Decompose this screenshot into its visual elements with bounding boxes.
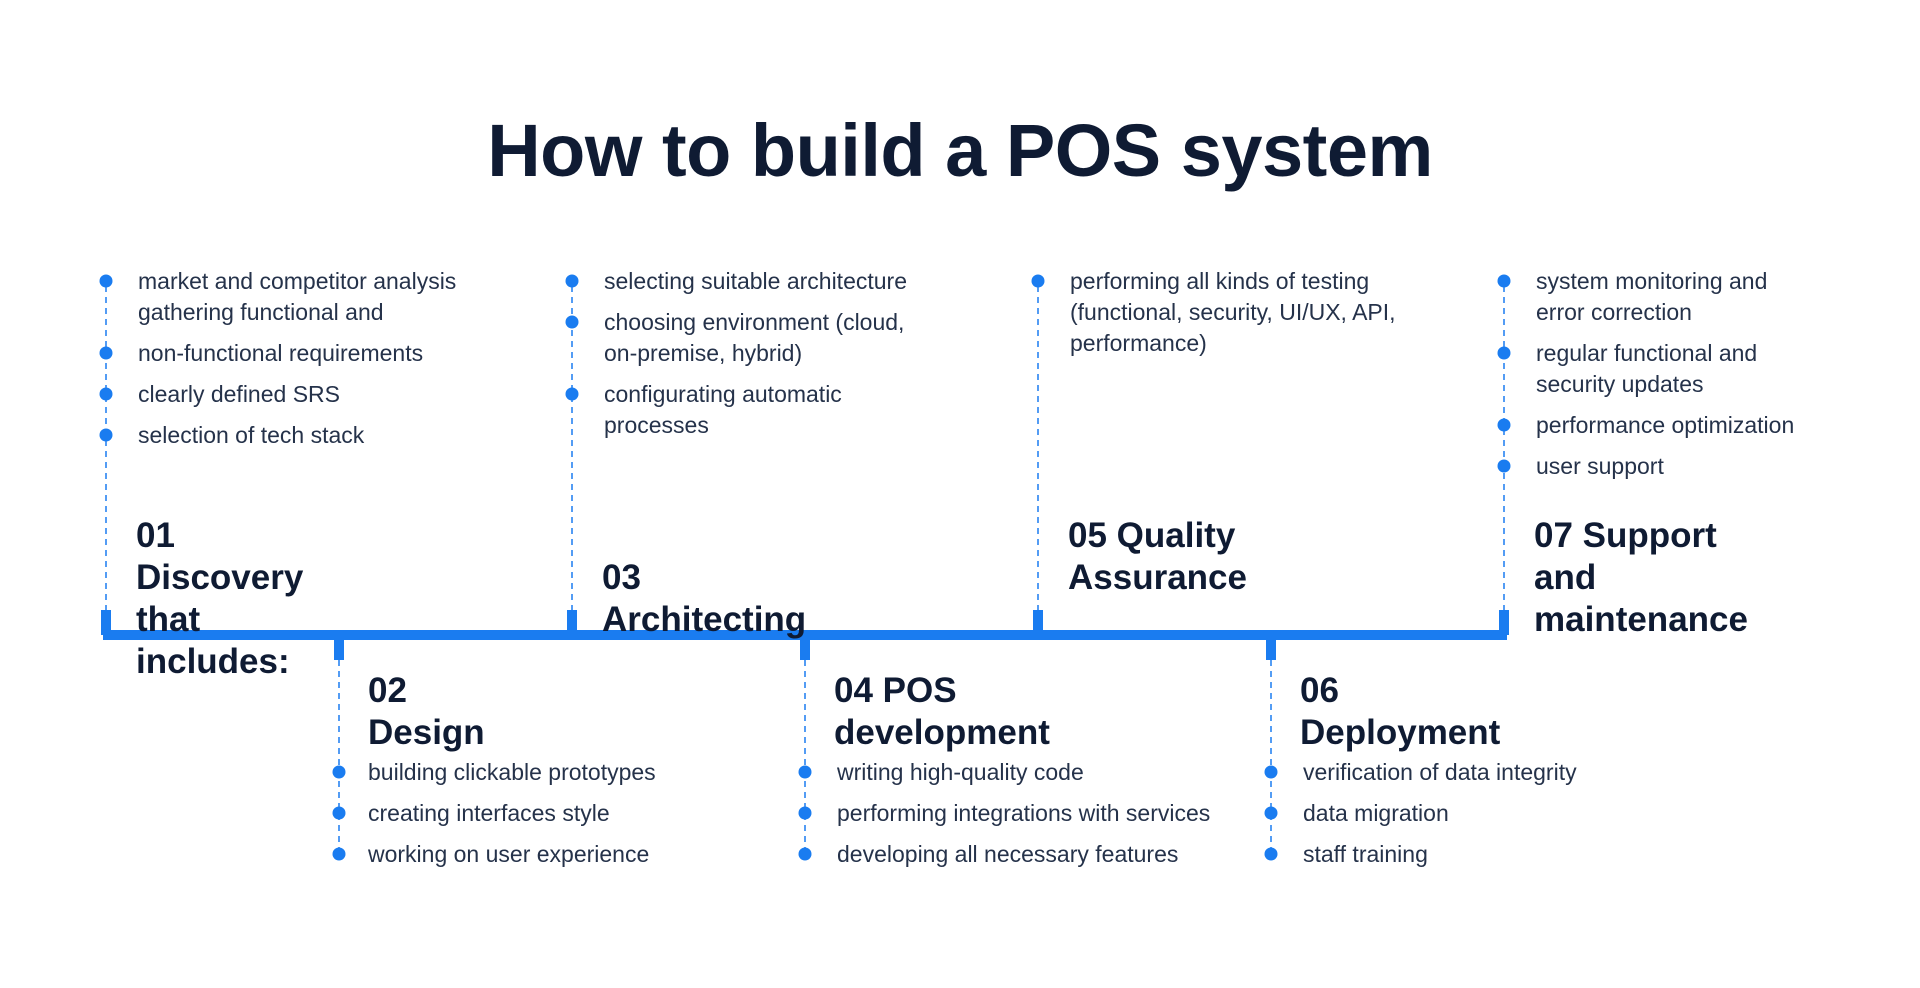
- stage-title: 03 Architecting: [602, 558, 807, 639]
- bullet-item: non-functional requirements: [138, 340, 424, 366]
- bullet-dot: [332, 765, 346, 779]
- timeline-tick: [1499, 610, 1509, 635]
- bullet-dot: [99, 346, 113, 360]
- bullet-dot: [565, 274, 579, 288]
- stage-title: 02 Design: [368, 671, 485, 752]
- stage-title: 04 POS development: [834, 671, 1050, 752]
- timeline-tick: [567, 610, 577, 635]
- bullet-item: performance optimization: [1536, 412, 1795, 438]
- timeline-tick: [1266, 635, 1276, 660]
- bullet-dot: [1031, 274, 1045, 288]
- bullet-item: clearly defined SRS: [138, 381, 340, 407]
- bullet-dot: [1497, 459, 1511, 473]
- bullet-dot: [798, 806, 812, 820]
- bullet-item: verification of data integrity: [1303, 759, 1577, 785]
- timeline-tick: [1033, 610, 1043, 635]
- bullet-item: system monitoring and error correction: [1536, 268, 1768, 325]
- stage-title: 01 Discovery that includes:: [136, 516, 304, 681]
- timeline-tick: [800, 635, 810, 660]
- bullet-item: staff training: [1303, 841, 1428, 867]
- bullet-item: building clickable prototypes: [368, 759, 656, 785]
- bullet-item: performing all kinds of testing (functio…: [1070, 268, 1396, 356]
- stage-title: 05 Quality Assurance: [1068, 516, 1247, 597]
- bullet-dot: [332, 847, 346, 861]
- bullet-item: choosing environment (cloud, on-premise,…: [604, 309, 905, 366]
- bullet-item: configurating automatic processes: [604, 381, 842, 438]
- bullet-item: regular functional and security updates: [1536, 340, 1758, 397]
- bullet-dot: [1497, 346, 1511, 360]
- bullet-item: selection of tech stack: [138, 422, 365, 448]
- bullet-dot: [332, 806, 346, 820]
- bullet-item: user support: [1536, 453, 1664, 479]
- timeline-tick: [101, 610, 111, 635]
- bullet-item: market and competitor analysis gathering…: [138, 268, 457, 325]
- stage-title: 07 Support and maintenance: [1534, 516, 1748, 639]
- page-title: How to build a POS system: [487, 109, 1433, 192]
- timeline-tick: [334, 635, 344, 660]
- bullet-dot: [565, 387, 579, 401]
- bullet-dot: [1264, 765, 1278, 779]
- bullet-item: developing all necessary features: [837, 841, 1179, 867]
- stage-title: 06 Deployment: [1300, 671, 1501, 752]
- bullet-dot: [565, 315, 579, 329]
- bullet-item: writing high-quality code: [837, 759, 1084, 785]
- bullet-dot: [1497, 274, 1511, 288]
- bullet-item: data migration: [1303, 800, 1449, 826]
- bullet-dot: [798, 765, 812, 779]
- bullet-item: selecting suitable architecture: [604, 268, 907, 294]
- bullet-dot: [1497, 418, 1511, 432]
- bullet-dot: [99, 274, 113, 288]
- bullet-item: working on user experience: [368, 841, 650, 867]
- bullet-dot: [99, 387, 113, 401]
- bullet-dot: [798, 847, 812, 861]
- bullet-item: creating interfaces style: [368, 800, 610, 826]
- bullet-dot: [1264, 847, 1278, 861]
- bullet-dot: [1264, 806, 1278, 820]
- bullet-dot: [99, 428, 113, 442]
- bullet-item: performing integrations with services: [837, 800, 1211, 826]
